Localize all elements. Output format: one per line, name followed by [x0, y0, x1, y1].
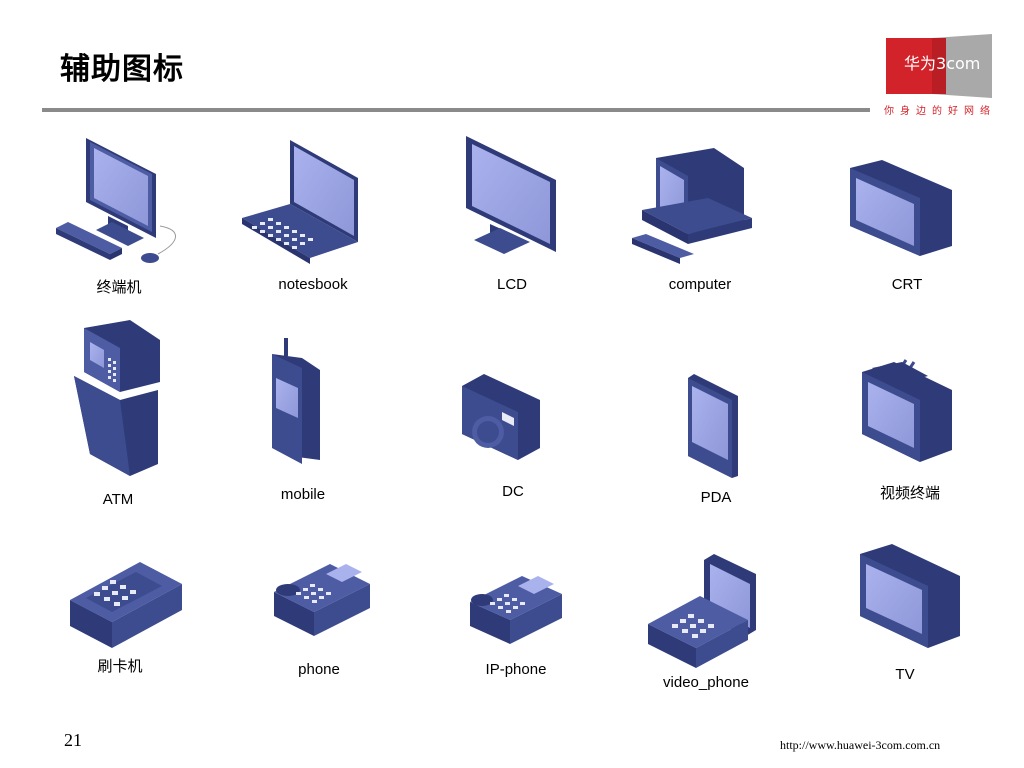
- title-divider: [42, 108, 870, 112]
- lcd-label: LCD: [496, 276, 527, 293]
- card-reader-label: 刷卡机: [97, 658, 143, 675]
- crt-label: CRT: [891, 276, 923, 293]
- atm-icon: [74, 320, 160, 476]
- page-title: 辅助图标: [60, 52, 184, 87]
- huawei-3com-logo: 华为3com 你身边的好网络: [884, 34, 994, 118]
- atm-label: ATM: [102, 491, 134, 508]
- phone-label: phone: [298, 661, 340, 678]
- notebook-label: notesbook: [278, 276, 348, 293]
- mobile-icon: [272, 338, 320, 464]
- mobile-label: mobile: [280, 486, 326, 503]
- terminal-label: 终端机: [96, 279, 142, 296]
- footer-url[interactable]: http://www.huawei-3com.com.cn: [780, 738, 941, 752]
- tv-icon: [860, 544, 960, 648]
- dc-label: DC: [502, 483, 524, 500]
- video-phone-label: video_phone: [663, 674, 749, 691]
- video-terminal-icon: [862, 359, 952, 462]
- pda-icon: [688, 374, 738, 478]
- pda-label: PDA: [700, 489, 732, 506]
- logo-wordmark: 华为3com: [904, 54, 981, 73]
- notebook-icon: [242, 140, 358, 264]
- computer-label: computer: [668, 276, 732, 293]
- ip-phone-label: IP-phone: [485, 661, 547, 678]
- ip-phone-icon: [470, 576, 562, 644]
- logo-slogan: 你身边的好网络: [884, 106, 996, 117]
- video-phone-icon: [648, 554, 756, 668]
- tv-label: TV: [895, 666, 915, 683]
- video-terminal-label: 视频终端: [879, 485, 940, 502]
- terminal-icon: [56, 138, 176, 263]
- phone-icon: [274, 564, 370, 636]
- page-number: 21: [64, 730, 82, 750]
- dc-icon: [462, 374, 540, 460]
- logo-mark: [886, 34, 992, 98]
- lcd-icon: [466, 136, 556, 254]
- crt-icon: [850, 160, 952, 256]
- card-reader-icon: [70, 562, 182, 648]
- computer-icon: [632, 148, 752, 264]
